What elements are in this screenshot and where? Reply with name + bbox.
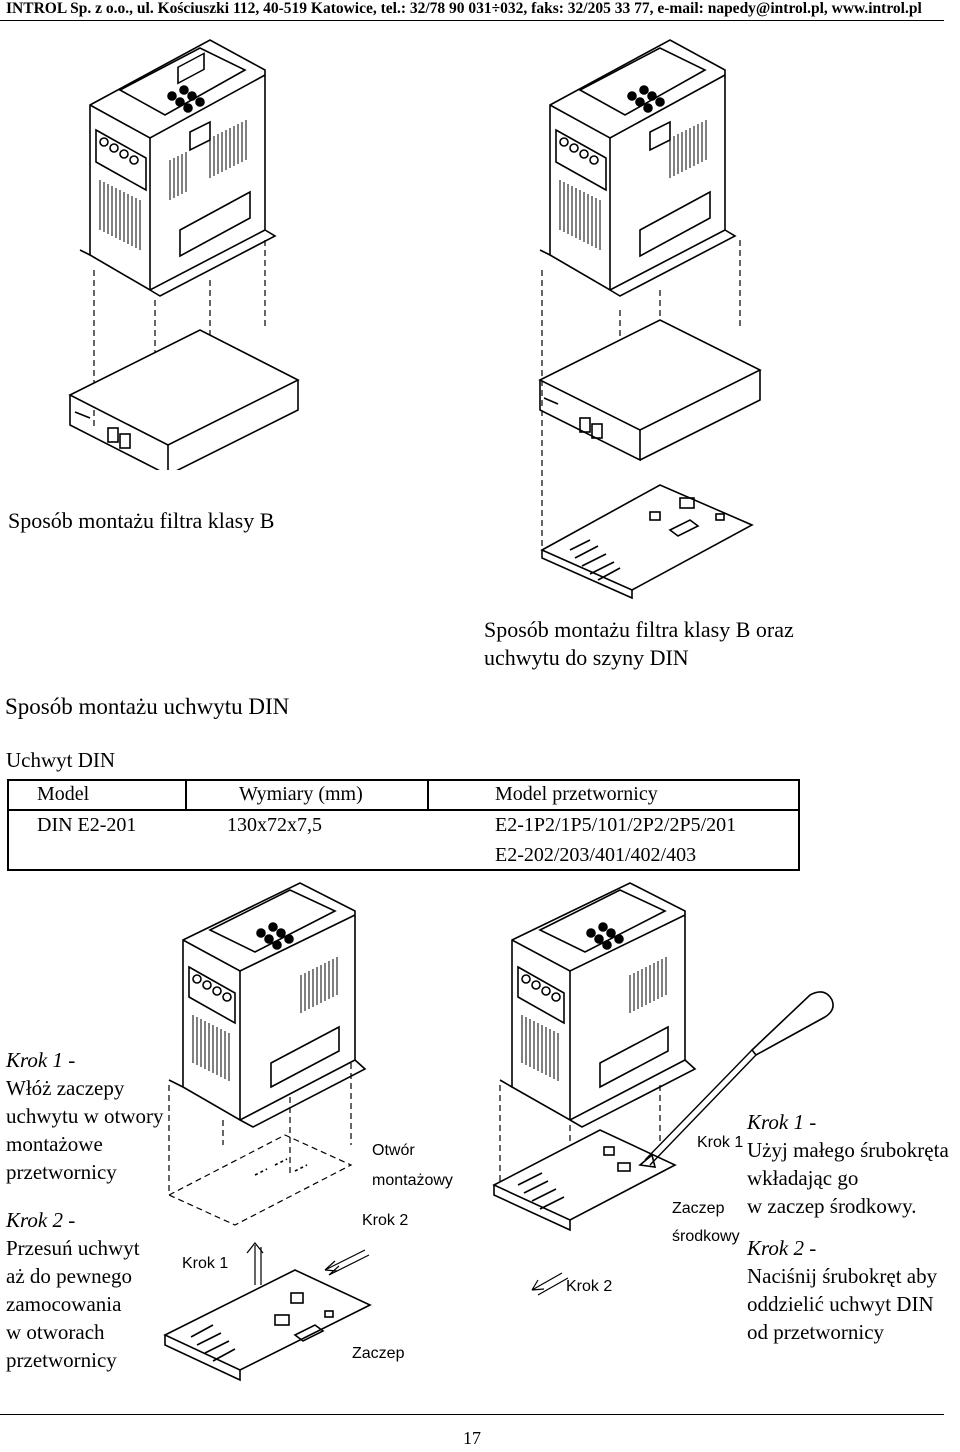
step1-title: Krok 1 - [6, 1048, 76, 1072]
caption-line-1: Sposób montażu filtra klasy B oraz [484, 617, 794, 642]
step1-line: wkładając go [747, 1166, 859, 1190]
header-converter-model: Model przetwornicy [495, 783, 658, 805]
cell-converters-1: E2-1P2/1P5/101/2P2/2P5/201 [495, 814, 737, 836]
step1-line: uchwytu w otwory [6, 1104, 164, 1128]
step2-line: Naciśnij śrubokręt aby [747, 1264, 938, 1288]
caption-filter-b: Sposób montażu filtra klasy B [8, 508, 275, 533]
step2-title: Krok 2 - [747, 1236, 817, 1260]
label-otwor: Otwór [372, 1142, 415, 1159]
arrow-krok2-right [531, 1272, 569, 1296]
label-krok2-left: Krok 2 [362, 1212, 409, 1229]
column-divider [427, 781, 429, 811]
header-dimensions: Wymiary (mm) [239, 783, 363, 805]
header-rule [0, 20, 944, 21]
table-header-row [9, 781, 798, 811]
caption-line-2: uchwytu do szyny DIN [484, 645, 689, 670]
figure-din-remove [492, 882, 834, 1296]
step2-line: w otworach [6, 1320, 105, 1344]
section-title: Sposób montażu uchwytu DIN [5, 694, 290, 719]
converter-drawing [539, 39, 737, 297]
step2-line: zamocowania [6, 1292, 122, 1316]
step1-line: montażowe [6, 1132, 103, 1156]
label-zaczep-right: Zaczep [672, 1200, 725, 1217]
cell-dimensions: 130x72x7,5 [227, 814, 322, 836]
din-bracket-drawing [163, 1269, 372, 1382]
steps-right: Krok 1 - Użyj małego śrubokręta wkładają… [747, 1108, 949, 1346]
spec-table: Model Wymiary (mm) Model przetwornicy DI… [7, 779, 800, 871]
footer-rule [0, 1414, 944, 1415]
converter-drawing [499, 882, 697, 1128]
filter-drawing [538, 319, 762, 462]
step2-line: Przesuń uchwyt [6, 1236, 140, 1260]
step2-line: przetwornicy [6, 1348, 117, 1372]
label-krok2-right: Krok 2 [566, 1278, 613, 1295]
step1-title: Krok 1 - [747, 1110, 817, 1134]
step2-line: od przetwornicy [747, 1320, 885, 1344]
page-number: 17 [463, 1428, 481, 1448]
cell-converters-2: E2-202/203/401/402/403 [495, 844, 697, 866]
figure-filter-b [68, 39, 300, 470]
label-krok1-left: Krok 1 [182, 1255, 229, 1272]
arrow-krok2 [324, 1249, 370, 1276]
cell-model: DIN E2-201 [37, 814, 137, 836]
step1-line: Włóż zaczepy [6, 1076, 125, 1100]
caption-filter-b-din: Sposób montażu filtra klasy B oraz uchwy… [484, 616, 824, 672]
step1-line: Użyj małego śrubokręta [747, 1138, 949, 1162]
figure-din-mount [163, 882, 372, 1382]
label-srodkowy: środkowy [672, 1228, 740, 1245]
step1-line: przetwornicy [6, 1160, 117, 1184]
step1-line: w zaczep środkowy. [747, 1194, 917, 1218]
steps-left: Krok 1 - Włóż zaczepy uchwytu w otwory m… [6, 1046, 163, 1374]
figure-filter-b-din [538, 39, 762, 600]
step2-title: Krok 2 - [6, 1208, 76, 1232]
din-bracket-drawing [540, 484, 754, 600]
arrow-krok1 [246, 1242, 264, 1285]
label-zaczep-left: Zaczep [352, 1345, 405, 1362]
screwdriver-drawing [638, 991, 834, 1168]
din-bracket-drawing [492, 1129, 677, 1232]
converter-drawing [168, 882, 367, 1128]
filter-drawing [68, 329, 300, 470]
label-krok1-right: Krok 1 [697, 1134, 744, 1151]
step2-line: aż do pewnego [6, 1264, 132, 1288]
header-model: Model [37, 783, 90, 805]
column-divider [185, 781, 187, 811]
label-montazowy: montażowy [372, 1172, 453, 1189]
company-header: INTROL Sp. z o.o., ul. Kościuszki 112, 4… [6, 0, 922, 17]
converter-drawing [79, 39, 277, 297]
step2-line: oddzielić uchwyt DIN [747, 1292, 934, 1316]
section-subtitle: Uchwyt DIN [6, 748, 116, 772]
